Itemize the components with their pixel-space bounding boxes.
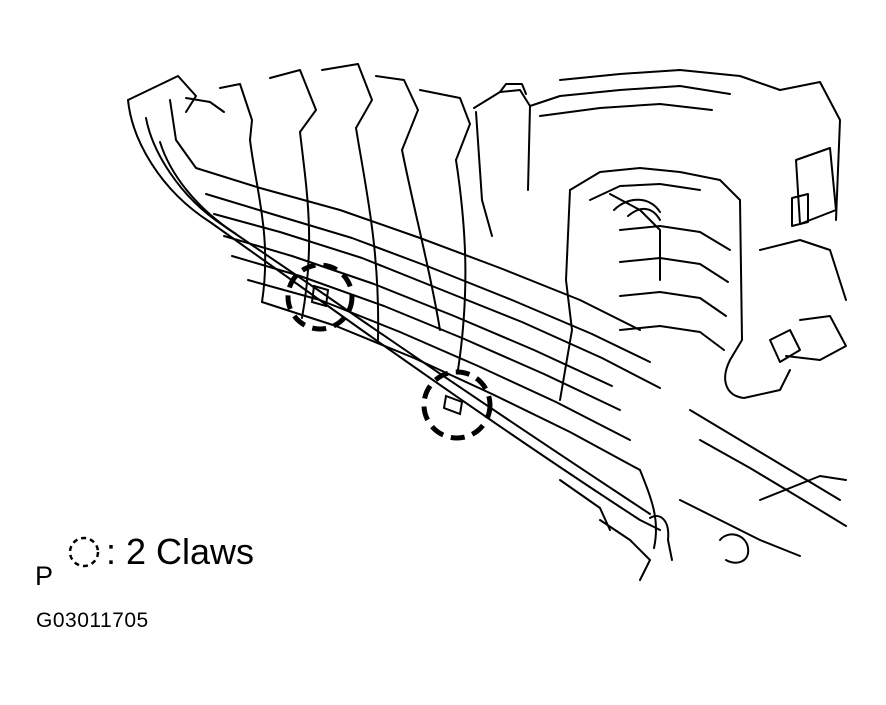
legend: : 2 Claws — [66, 530, 254, 574]
legend-label: : 2 Claws — [106, 531, 255, 572]
claw-callout-1 — [285, 262, 355, 332]
dashed-circle-icon — [68, 536, 100, 568]
claw-callout-2 — [421, 369, 493, 441]
figure-code: G03011705 — [36, 609, 149, 632]
side-letter: P — [35, 561, 54, 591]
